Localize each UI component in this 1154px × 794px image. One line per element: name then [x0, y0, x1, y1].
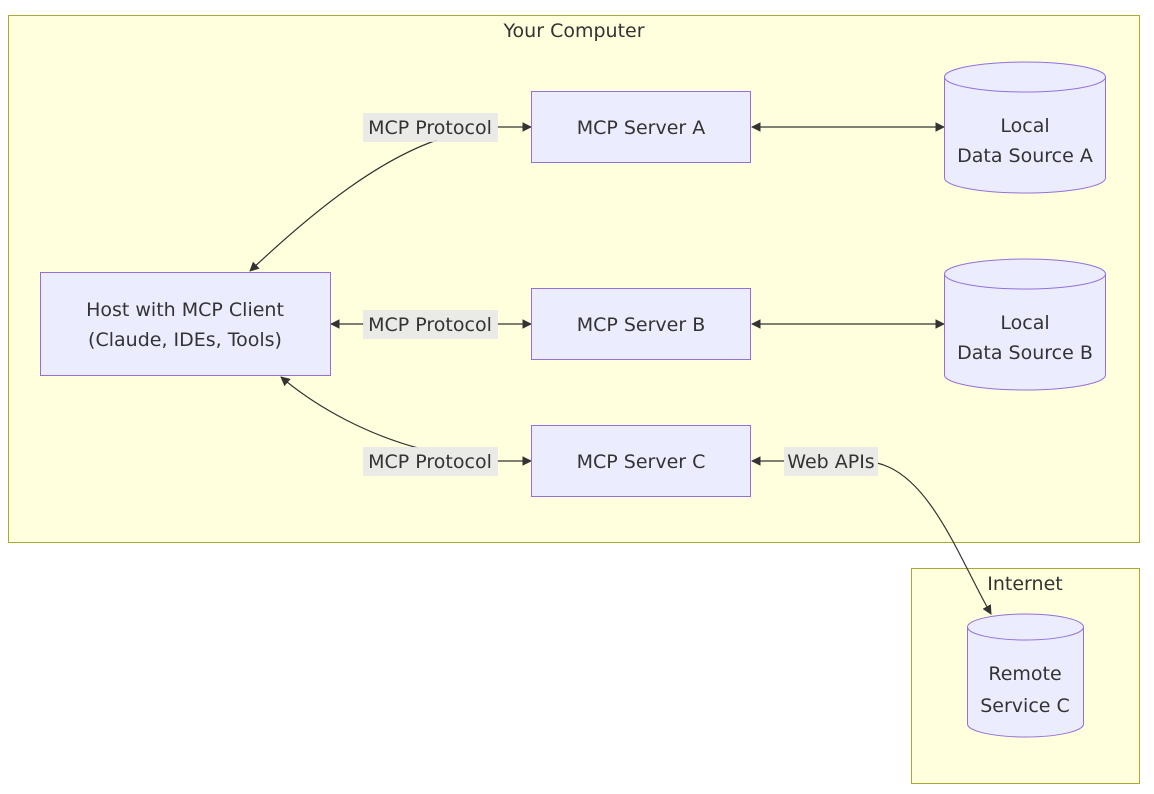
cluster-internet-title: Internet — [987, 573, 1062, 595]
server-b-node: MCP Server B — [531, 288, 751, 360]
edge-host-server-a — [249, 122, 532, 272]
host-node-line1: Host with MCP Client — [86, 299, 284, 321]
edge-label-host-b: MCP Protocol — [363, 310, 498, 339]
edge-label-host-a-text: MCP Protocol — [368, 117, 492, 139]
data-source-a-line1: Local — [1000, 115, 1049, 137]
cluster-internet: Internet — [911, 568, 1140, 784]
edge-server-c-remote — [751, 456, 992, 615]
data-source-a-cylinder: Local Data Source A — [944, 61, 1106, 194]
server-c-node: MCP Server C — [531, 425, 751, 497]
edge-server-c-remote-curve-line — [876, 462, 992, 615]
cluster-your-computer-title: Your Computer — [502, 20, 644, 42]
remote-service-c-line2: Service C — [980, 695, 1070, 717]
host-node: Host with MCP Client (Claude, IDEs, Tool… — [40, 272, 331, 376]
edge-host-server-c — [280, 376, 532, 466]
data-source-a-line2: Data Source A — [957, 145, 1093, 167]
data-source-b-line2: Data Source B — [957, 342, 1093, 364]
edge-host-server-c-curve-line — [280, 376, 419, 449]
edge-label-host-c-text: MCP Protocol — [368, 451, 492, 473]
edge-host-server-a-curve-line — [249, 139, 438, 272]
edge-label-host-b-text: MCP Protocol — [368, 314, 492, 336]
server-b-label: MCP Server B — [577, 314, 706, 336]
edge-label-host-a: MCP Protocol — [363, 113, 498, 142]
host-node-line2: (Claude, IDEs, Tools) — [88, 329, 282, 351]
data-source-b-cylinder: Local Data Source B — [944, 258, 1106, 391]
remote-service-c-line1: Remote — [988, 663, 1061, 685]
server-a-label: MCP Server A — [577, 117, 706, 139]
server-a-node: MCP Server A — [531, 91, 751, 163]
remote-service-c-cylinder: Remote Service C — [967, 613, 1084, 738]
data-source-b-line1: Local — [1000, 312, 1049, 334]
edge-label-web-apis-text: Web APIs — [787, 451, 874, 473]
server-c-label: MCP Server C — [577, 451, 706, 473]
edge-label-host-c: MCP Protocol — [363, 447, 498, 476]
edge-label-web-apis: Web APIs — [784, 447, 878, 476]
